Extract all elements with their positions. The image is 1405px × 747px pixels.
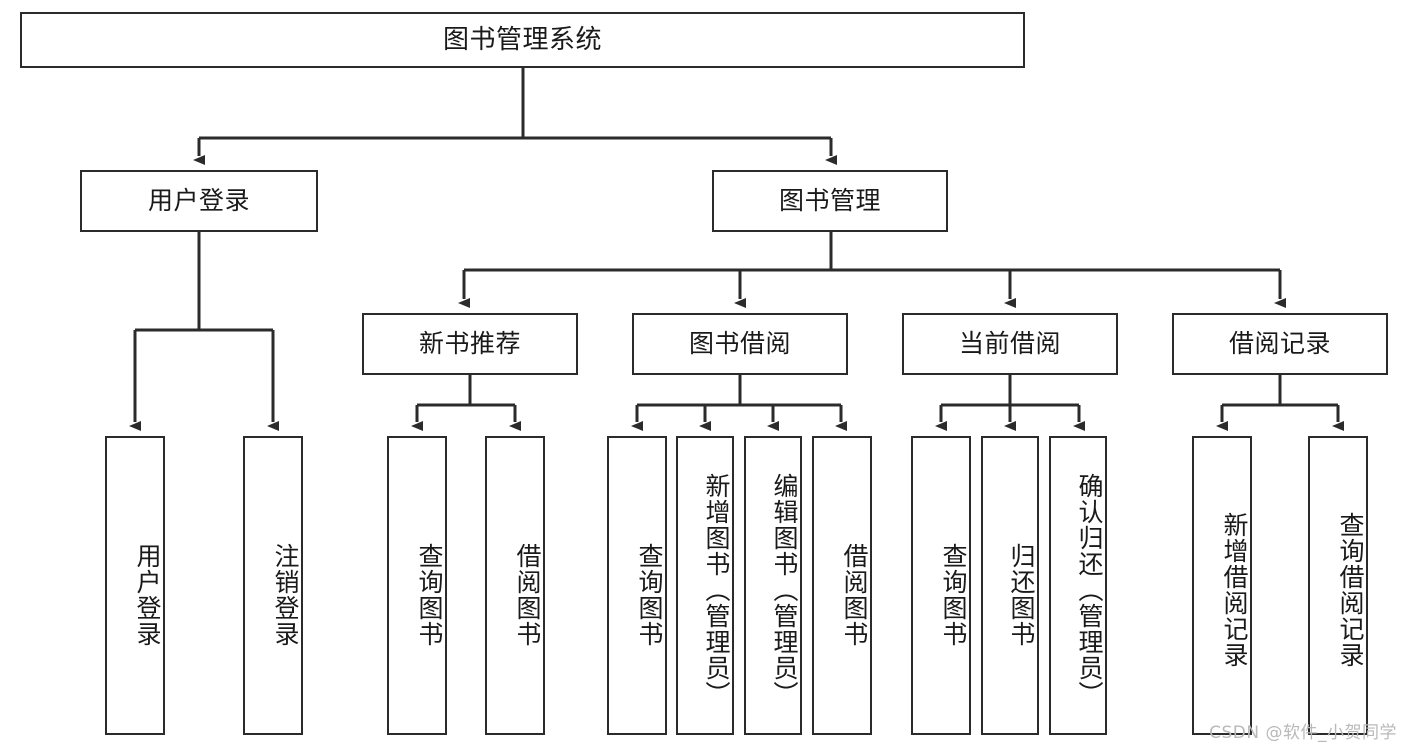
- node-leaf-borrow-book-borrow[interactable]: 借阅图书: [812, 436, 872, 735]
- node-label: 归还图书: [1007, 542, 1036, 647]
- node-label: 注销登录: [271, 542, 300, 647]
- node-label: 查询图书: [415, 542, 444, 647]
- node-leaf-add-book-admin[interactable]: 新增图书（管理员）: [676, 436, 734, 735]
- node-label: 编辑图书（管理员）: [770, 472, 799, 707]
- node-label: 确认归还（管理员）: [1075, 472, 1104, 707]
- node-label: 新增图书（管理员）: [702, 472, 731, 707]
- node-label: 新书推荐: [418, 329, 521, 359]
- node-label: 查询借阅记录: [1336, 511, 1365, 668]
- node-label: 图书管理: [778, 186, 881, 216]
- node-user-login[interactable]: 用户登录: [80, 170, 318, 232]
- node-label: 新增借阅记录: [1220, 511, 1249, 668]
- node-book-borrow[interactable]: 图书借阅: [632, 313, 848, 375]
- node-leaf-query-book-borrow[interactable]: 查询图书: [607, 436, 667, 735]
- node-label: 用户登录: [133, 542, 162, 647]
- node-leaf-query-borrow-record[interactable]: 查询借阅记录: [1308, 436, 1368, 735]
- node-leaf-query-book-newbook[interactable]: 查询图书: [387, 436, 447, 735]
- node-leaf-confirm-return-admin[interactable]: 确认归还（管理员）: [1049, 436, 1107, 735]
- node-borrow-record[interactable]: 借阅记录: [1172, 313, 1388, 375]
- node-leaf-add-borrow-record[interactable]: 新增借阅记录: [1192, 436, 1252, 735]
- node-current-borrow[interactable]: 当前借阅: [902, 313, 1118, 375]
- node-leaf-return-book[interactable]: 归还图书: [981, 436, 1039, 735]
- node-root-system[interactable]: 图书管理系统: [20, 12, 1025, 68]
- node-label: 借阅记录: [1228, 329, 1331, 359]
- node-label: 用户登录: [147, 186, 250, 216]
- node-new-book-recommend[interactable]: 新书推荐: [362, 313, 578, 375]
- node-label: 查询图书: [939, 542, 968, 647]
- node-label: 借阅图书: [513, 542, 542, 647]
- node-label: 当前借阅: [958, 329, 1061, 359]
- csdn-watermark: CSDN @软件_小贺同学: [1209, 723, 1397, 743]
- node-label: 图书管理系统: [442, 24, 602, 55]
- node-label: 查询图书: [635, 542, 664, 647]
- node-leaf-user-login[interactable]: 用户登录: [105, 436, 165, 735]
- node-label: 借阅图书: [840, 542, 869, 647]
- node-leaf-edit-book-admin[interactable]: 编辑图书（管理员）: [744, 436, 802, 735]
- node-leaf-query-book-current[interactable]: 查询图书: [911, 436, 971, 735]
- node-label: 图书借阅: [688, 329, 791, 359]
- node-leaf-borrow-book-newbook[interactable]: 借阅图书: [485, 436, 545, 735]
- node-leaf-user-logout[interactable]: 注销登录: [243, 436, 303, 735]
- node-book-manage[interactable]: 图书管理: [712, 170, 948, 232]
